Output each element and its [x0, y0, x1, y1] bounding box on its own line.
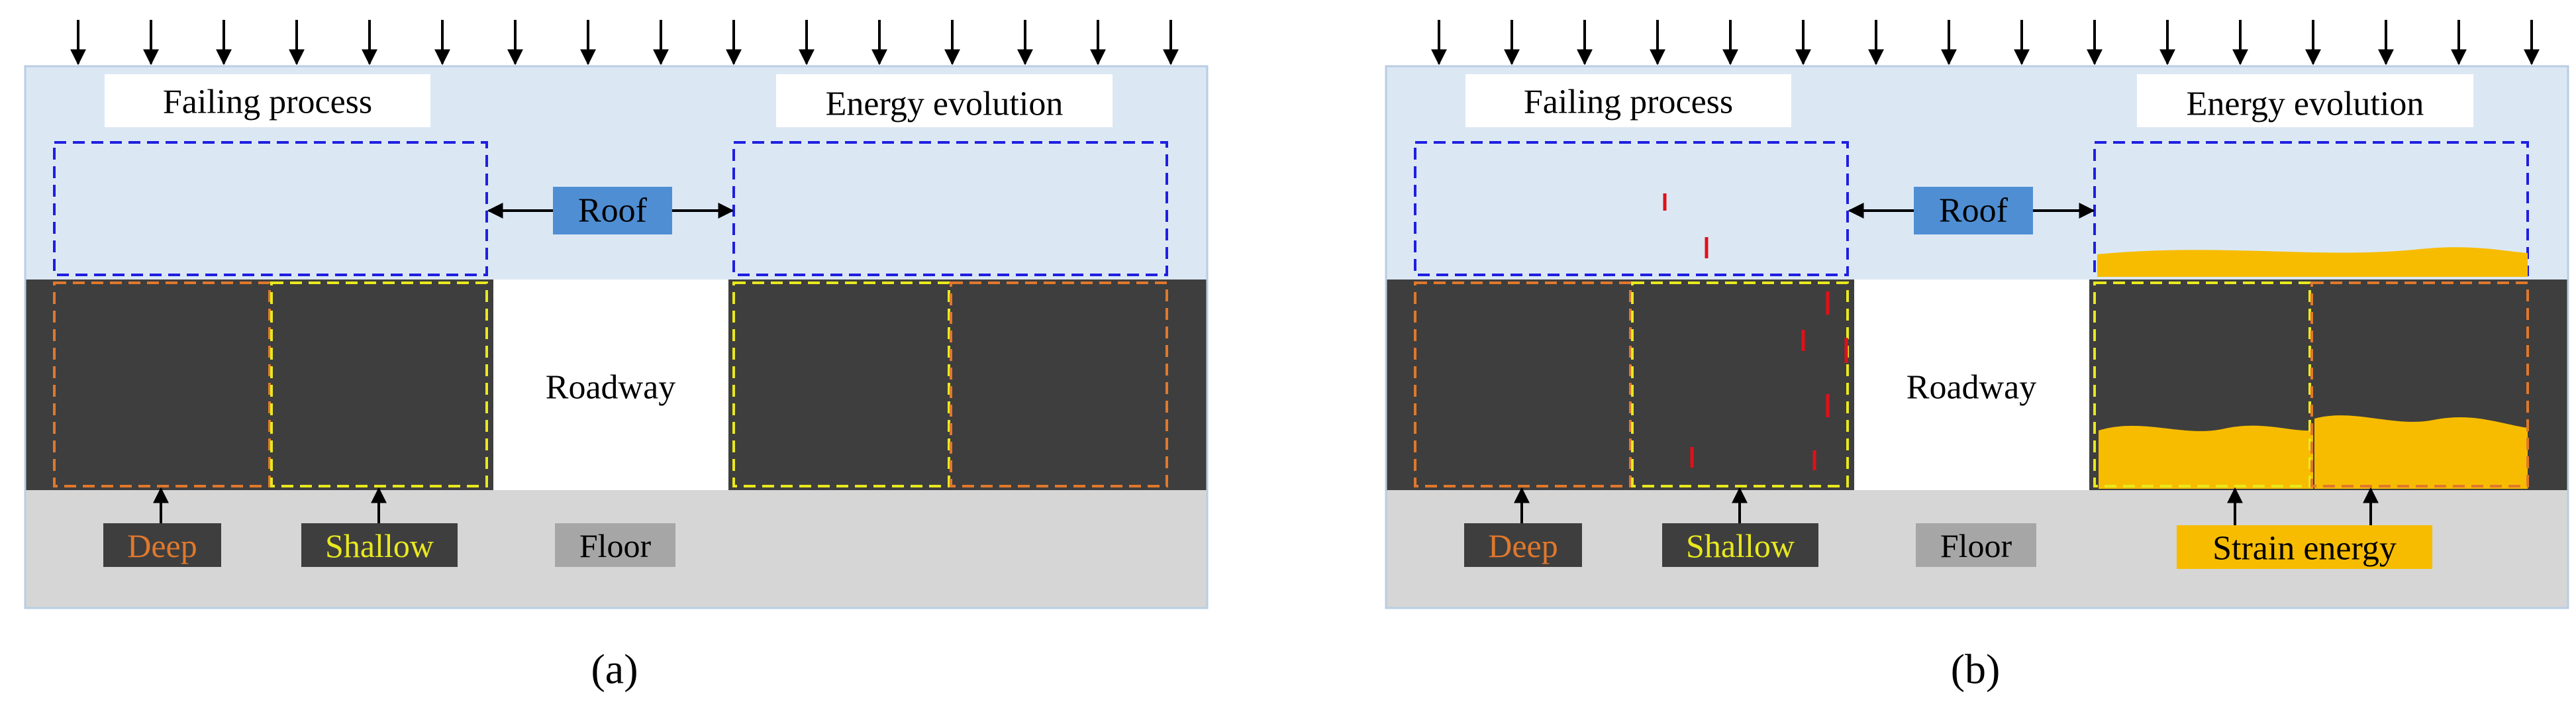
floor-label: Floor — [579, 527, 652, 564]
roadway-label: Roadway — [546, 369, 675, 407]
roof-label: Roof — [578, 192, 648, 230]
energy-evolution-box — [2137, 74, 2473, 127]
deep-zone-right — [2310, 281, 2529, 487]
failing-process-label: Failing process — [1524, 83, 1733, 121]
model-border — [1385, 65, 2569, 609]
roadway-opening — [493, 280, 728, 490]
floor-label-box — [555, 523, 675, 567]
panel-a: Failing process Energy evolutionRoofRoadw… — [24, 20, 1209, 693]
panel-caption: (b) — [1951, 646, 2001, 693]
energy-evolution-label: Energy evolution — [2187, 85, 2424, 123]
roof-zone-left — [53, 141, 488, 276]
panel-caption: (a) — [591, 646, 638, 693]
deep-label: Deep — [1488, 527, 1558, 564]
shallow-zone-left — [270, 281, 488, 487]
deep-strain-energy — [2314, 415, 2528, 489]
roof-label-box — [1914, 187, 2033, 234]
failing-process-box — [105, 74, 430, 127]
floor-label-box — [1916, 523, 2036, 567]
floor-label: Floor — [1940, 527, 2012, 564]
shallow-strain-energy — [2099, 425, 2313, 489]
deep-zone-right — [950, 281, 1168, 487]
energy-evolution-label: Energy evolution — [826, 85, 1064, 123]
shallow-label-box — [301, 523, 458, 567]
shallow-label-box — [1662, 523, 1818, 567]
deep-label-box — [1464, 523, 1582, 567]
shallow-label: Shallow — [1686, 527, 1795, 564]
shallow-zone-left — [1631, 281, 1849, 487]
deep-zone-left — [53, 281, 271, 487]
roof-label-box — [553, 187, 672, 234]
roof-label: Roof — [1939, 192, 2008, 230]
deep-zone-left — [1414, 281, 1632, 487]
shallow-label: Shallow — [325, 527, 434, 564]
shallow-zone-right — [2093, 281, 2311, 487]
roof-zone-left — [1414, 141, 1849, 276]
roadway-opening — [1854, 280, 2089, 490]
deep-label: Deep — [127, 527, 197, 564]
strain-energy-label: Strain energy — [2212, 530, 2397, 568]
roadway-label: Roadway — [1907, 369, 2036, 407]
panel-b: Failing process Energy evolutionRoofRoadw… — [1385, 20, 2569, 693]
energy-evolution-box — [776, 74, 1113, 127]
shallow-zone-right — [732, 281, 950, 487]
deep-label-box — [103, 523, 221, 567]
strain-energy-label-box — [2177, 525, 2432, 569]
failing-process-label: Failing process — [163, 83, 372, 121]
roof-strain-energy — [2097, 247, 2528, 277]
failing-process-box — [1465, 74, 1791, 127]
model-border — [24, 65, 1209, 609]
